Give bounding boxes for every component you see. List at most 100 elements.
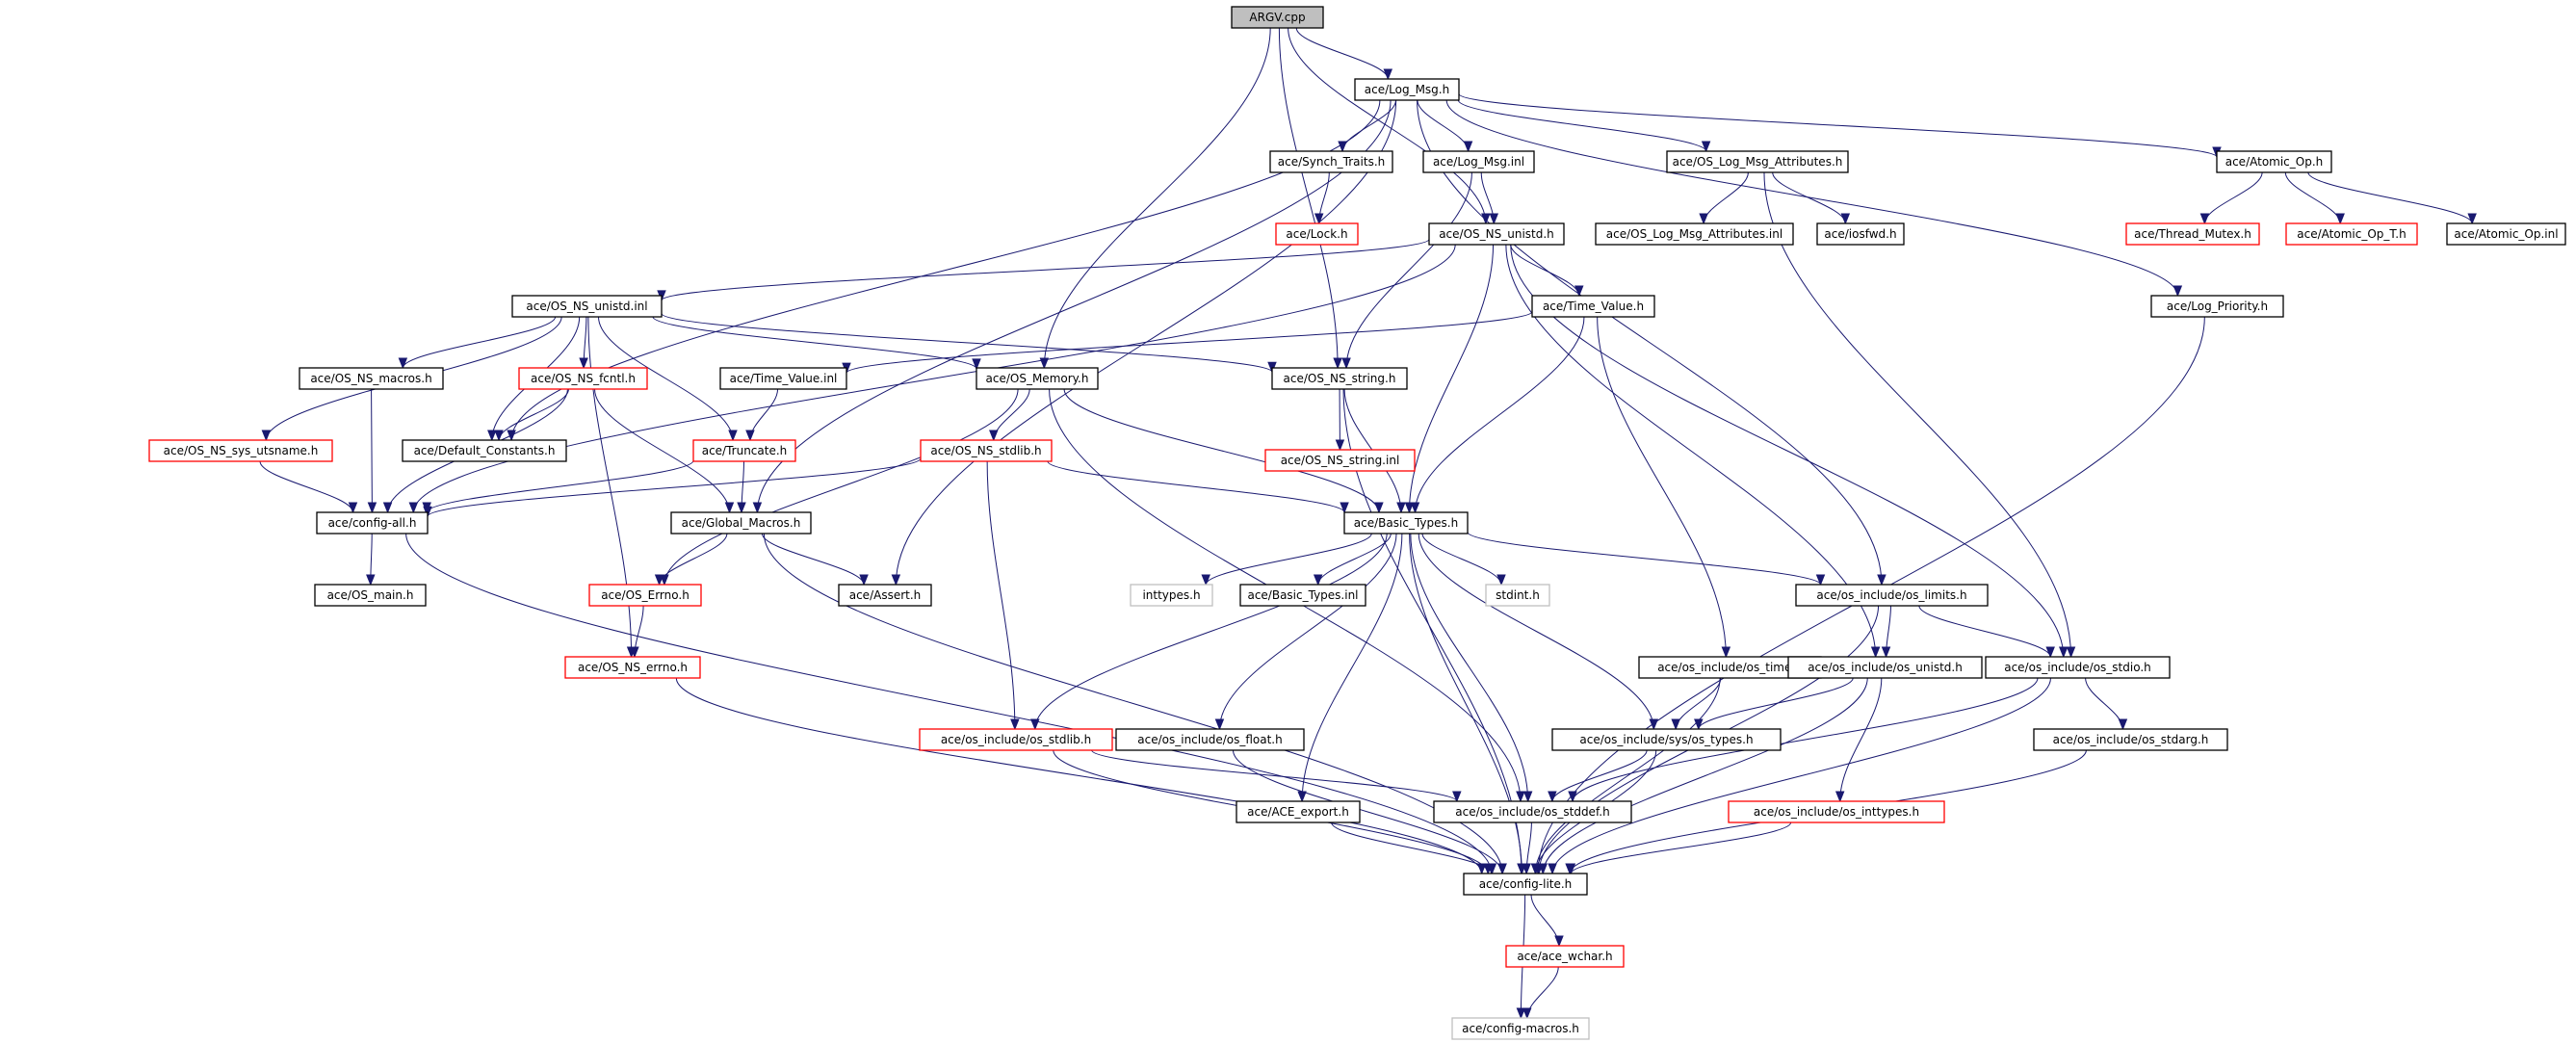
node-truncate-h[interactable]: ace/Truncate.h — [692, 439, 796, 462]
edge-line — [1551, 749, 1648, 802]
node-box — [2150, 295, 2284, 318]
node-atomic-op-h[interactable]: ace/Atomic_Op.h — [2216, 150, 2332, 173]
node-os-include-os-float-h[interactable]: ace/os_include/os_float.h — [1115, 728, 1305, 751]
edges-layer — [259, 27, 2477, 1020]
node-os-log-msg-attr-h[interactable]: ace/OS_Log_Msg_Attributes.h — [1666, 150, 1849, 173]
node-iosfwd-h[interactable]: ace/iosfwd.h — [1816, 222, 1905, 246]
node-os-ns-stdlib-h[interactable]: ace/OS_NS_stdlib.h — [920, 439, 1053, 462]
arrowhead — [1314, 213, 1324, 225]
node-global-macros-h[interactable]: ace/Global_Macros.h — [670, 511, 812, 535]
node-time-value-h[interactable]: ace/Time_Value.h — [1531, 295, 1655, 318]
edge-line — [1597, 316, 1727, 658]
node-os-errno-h[interactable]: ace/OS_Errno.h — [588, 584, 702, 607]
node-label: ace/OS_Errno.h — [601, 588, 690, 602]
edge-log_msg_h-to-os_log_msg_attr_h — [1457, 99, 1711, 153]
node-os-ns-string-inl[interactable]: ace/OS_NS_string.inl — [1264, 449, 1416, 472]
node-default-constants-h[interactable]: ace/Default_Constants.h — [402, 439, 567, 462]
edge-line — [1542, 677, 1868, 874]
arrowhead — [367, 502, 377, 514]
node-atomic-op-t-h[interactable]: ace/Atomic_Op_T.h — [2285, 222, 2418, 246]
node-label: ace/os_include/sys/os_types.h — [1579, 733, 1753, 746]
node-os-ns-fcntl-h[interactable]: ace/OS_NS_fcntl.h — [518, 367, 648, 390]
edge-line — [1526, 966, 1559, 1019]
edge-line — [1918, 605, 2051, 658]
node-box — [976, 367, 1099, 390]
node-os-ns-unistd-h[interactable]: ace/OS_NS_unistd.h — [1428, 222, 1565, 246]
node-box — [2033, 728, 2228, 751]
edge-line — [1331, 821, 1493, 874]
node-log-msg-h[interactable]: ace/Log_Msg.h — [1354, 78, 1460, 101]
node-os-ns-macros-h[interactable]: ace/OS_NS_macros.h — [299, 367, 444, 390]
node-label: ace/Thread_Mutex.h — [2134, 227, 2251, 241]
arrowhead — [2335, 213, 2345, 225]
node-config-all-h[interactable]: ace/config-all.h — [316, 511, 429, 535]
edge-os_include_os_float_h-to-config_lite_h — [1233, 749, 1507, 875]
node-time-value-inl[interactable]: ace/Time_Value.inl — [719, 367, 847, 390]
node-label: ace/config-lite.h — [1479, 877, 1573, 891]
node-label: ace/OS_NS_fcntl.h — [531, 372, 636, 385]
node-os-include-sys-os-types-h[interactable]: ace/os_include/sys/os_types.h — [1551, 728, 1782, 751]
node-ace-export-h[interactable]: ace/ACE_export.h — [1236, 800, 1361, 823]
node-atomic-op-inl[interactable]: ace/Atomic_Op.inl — [2446, 222, 2566, 246]
edge-line — [1345, 171, 1472, 369]
arrowhead — [366, 574, 376, 587]
node-lock-h[interactable]: ace/Lock.h — [1275, 222, 1359, 246]
node-os-memory-h[interactable]: ace/OS_Memory.h — [976, 367, 1099, 390]
node-os-include-os-stddef-h[interactable]: ace/os_include/os_stddef.h — [1433, 800, 1632, 823]
edge-line — [371, 388, 373, 513]
edge-basic_types_h-to-stdint_h — [1421, 533, 1506, 587]
node-os-include-os-time-h[interactable]: ace/os_include/os_time.h — [1638, 656, 1822, 679]
node-basic-types-inl[interactable]: ace/Basic_Types.inl — [1239, 584, 1366, 607]
edge-time_value_h-to-os_include_os_time_h — [1597, 316, 1731, 659]
edge-os_include_os_stdio_h-to-config_lite_h — [1548, 677, 2051, 875]
node-box — [1728, 800, 1945, 823]
edge-atomic_op_h-to-atomic_op_t_h — [2284, 171, 2345, 225]
edge-os_include_os_stddef_h-to-config_lite_h — [1522, 821, 1532, 875]
node-os-ns-errno-h[interactable]: ace/OS_NS_errno.h — [564, 656, 701, 679]
edge-line — [1698, 677, 1854, 730]
node-os-main-h[interactable]: ace/OS_main.h — [314, 584, 427, 607]
node-label: ace/OS_main.h — [327, 588, 414, 602]
node-os-ns-sys-utsname-h[interactable]: ace/OS_NS_sys_utsname.h — [148, 439, 333, 462]
edge-os_include_os_stdlib_h-to-os_include_os_stddef_h — [1091, 749, 1462, 803]
node-os-include-os-inttypes-h[interactable]: ace/os_include/os_inttypes.h — [1728, 800, 1945, 823]
edge-basic_types_h-to-inttypes_h — [1201, 533, 1372, 587]
edge-line — [675, 677, 1483, 874]
node-label: ace/OS_NS_unistd.inl — [526, 300, 647, 313]
node-os-ns-unistd-inl[interactable]: ace/OS_NS_unistd.inl — [511, 295, 663, 318]
node-synch-traits-h[interactable]: ace/Synch_Traits.h — [1269, 150, 1393, 173]
node-os-include-os-limits-h[interactable]: ace/os_include/os_limits.h — [1795, 584, 1989, 607]
node-log-msg-inl[interactable]: ace/Log_Msg.inl — [1422, 150, 1535, 173]
node-assert-h[interactable]: ace/Assert.h — [838, 584, 932, 607]
edge-log_msg_h-to-log_priority_h — [1445, 99, 2183, 298]
node-os-include-os-stdio-h[interactable]: ace/os_include/os_stdio.h — [1985, 656, 2171, 679]
edge-line — [1063, 388, 1380, 513]
node-box — [1354, 78, 1460, 101]
node-box — [1816, 222, 1905, 246]
edge-line — [1091, 749, 1458, 802]
node-os-include-os-unistd-h[interactable]: ace/os_include/os_unistd.h — [1787, 656, 1983, 679]
node-ace-wchar-h[interactable]: ace/ace_wchar.h — [1505, 945, 1625, 968]
node-os-include-os-stdarg-h[interactable]: ace/os_include/os_stdarg.h — [2033, 728, 2228, 751]
edge-line — [1301, 533, 1403, 802]
edge-basic_types_h-to-os_include_os_float_h — [1214, 533, 1397, 731]
edge-config_all_h-to-os_main_h — [366, 533, 376, 587]
edge-line — [1551, 677, 2051, 874]
arrowhead — [382, 502, 393, 514]
edge-os_ns_stdlib_h-to-os_include_os_stdlib_h — [986, 460, 1020, 731]
node-basic-types-h[interactable]: ace/Basic_Types.h — [1343, 511, 1469, 535]
arrowhead — [1452, 791, 1462, 803]
edge-line — [1043, 27, 1271, 369]
edge-os_ns_sys_utsname_h-to-config_all_h — [259, 460, 358, 514]
arrowhead — [737, 502, 746, 514]
node-box — [564, 656, 701, 679]
node-log-priority-h[interactable]: ace/Log_Priority.h — [2150, 295, 2284, 318]
node-os-log-msg-attr-inl[interactable]: ace/OS_Log_Msg_Attributes.inl — [1595, 222, 1794, 246]
arrowhead — [1338, 141, 1347, 153]
node-config-lite-h[interactable]: ace/config-lite.h — [1463, 873, 1588, 896]
edge-log_msg_inl-to-os_ns_unistd_h — [1480, 171, 1499, 225]
node-thread-mutex-h[interactable]: ace/Thread_Mutex.h — [2125, 222, 2260, 246]
node-os-include-os-stdlib-h[interactable]: ace/os_include/os_stdlib.h — [919, 728, 1113, 751]
node-argv-cpp: ARGV.cpp — [1231, 6, 1324, 29]
node-os-ns-string-h[interactable]: ace/OS_NS_string.h — [1271, 367, 1408, 390]
